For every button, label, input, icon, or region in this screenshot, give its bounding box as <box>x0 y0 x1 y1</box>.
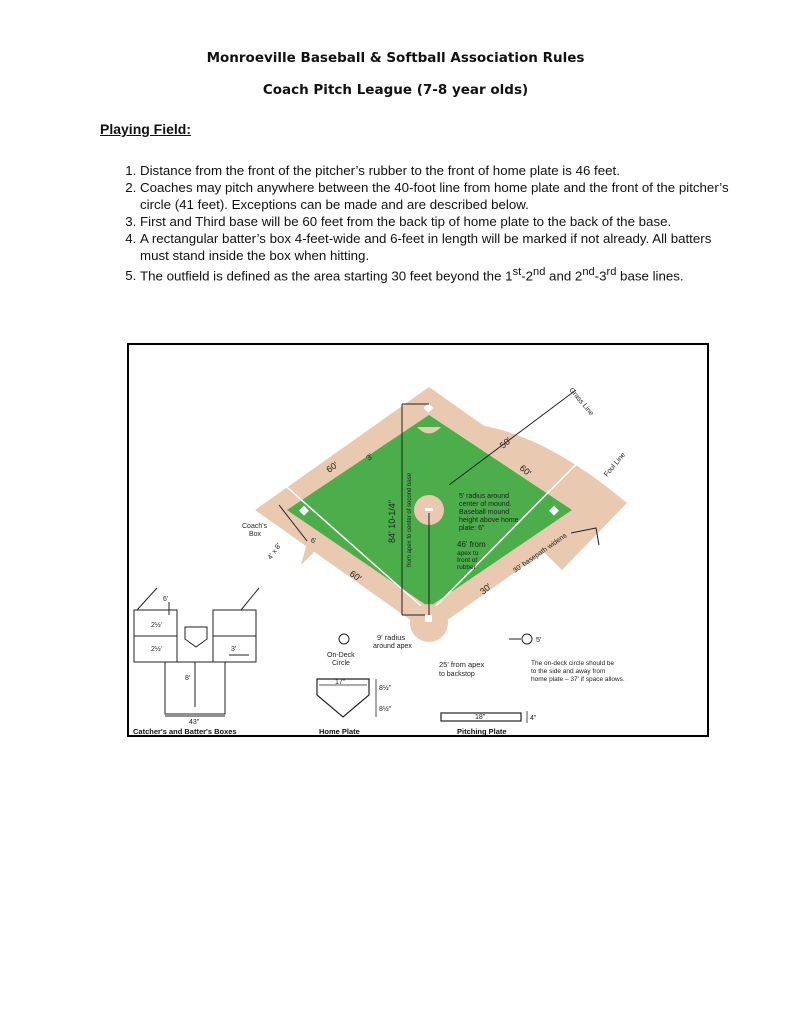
ondeck-note: to the side and away from <box>531 668 605 675</box>
page-subtitle: Coach Pitch League (7-8 year olds) <box>262 82 529 98</box>
coach-box-label: Box <box>249 531 262 538</box>
pitch-46-label: front of <box>457 557 477 564</box>
first-base <box>549 505 559 516</box>
home-plate-17-label: 17" <box>335 679 346 686</box>
rule-item: Distance from the front of the pitcher’s… <box>140 162 740 179</box>
foul-extension-left <box>136 587 158 611</box>
superscript: rd <box>606 266 617 278</box>
diagonal-84-label: 84' 10-1/4" <box>387 500 397 543</box>
apex-9-label: 9' radius <box>377 633 405 642</box>
backstop-label: 25' from apex <box>439 660 484 669</box>
seam-3-label: 3' <box>365 451 376 462</box>
box-8-label: 8' <box>185 675 190 682</box>
box-3-label: 3' <box>231 646 236 653</box>
rule-text: base lines. <box>616 268 684 284</box>
mound-radius-label: center of mound. <box>459 501 512 508</box>
coach-box-6: 6' <box>311 538 316 545</box>
home-plate-side-label: 8½" <box>379 684 392 692</box>
mound-radius-label: 5' radius around <box>459 493 509 500</box>
pitchers-rubber <box>425 508 433 511</box>
home-apex-circle <box>410 604 448 642</box>
field-diagram-svg: Grass Line Foul Line 60' 60' 60' 3' 50' … <box>133 387 627 735</box>
grass-line-label: Grass Line <box>567 387 594 418</box>
rule-item: A rectangular batter’s box 4-feet-wide a… <box>140 230 740 264</box>
section-heading: Playing Field: <box>100 121 192 137</box>
rule-text: The outfield is defined as the area star… <box>140 268 513 284</box>
mound-radius-label: plate: 6" <box>459 525 485 532</box>
box-43-label: 43" <box>189 719 200 726</box>
pitch-46-label: apex to <box>457 550 479 557</box>
caption-home-plate: Home Plate <box>319 727 360 735</box>
rule-text: -3 <box>594 268 607 284</box>
superscript: nd <box>582 266 595 278</box>
rule-item: Coaches may pitch anywhere between the 4… <box>140 179 740 213</box>
rules-list: Distance from the front of the pitcher’s… <box>100 162 740 284</box>
box-home-plate <box>184 626 208 648</box>
caption-batters-boxes: Catcher's and Batter's Boxes <box>133 727 237 735</box>
page-title: Monroeville Baseball & Softball Associat… <box>206 50 585 66</box>
grass-arc-measure-line <box>448 389 577 486</box>
batters-boxes-figure <box>133 587 260 717</box>
ondeck-note: The on-deck circle should be <box>531 660 614 667</box>
ondeck-label: Circle <box>332 660 350 667</box>
coach-box-dim: 4' x 8' <box>267 543 283 562</box>
pitching-plate-18-label: 18" <box>475 714 486 721</box>
pitch-46-label: 46' from <box>457 540 486 549</box>
pitch-46-label: rubber <box>457 564 477 571</box>
field-diagram: Grass Line Foul Line 60' 60' 60' 3' 50' … <box>127 343 709 737</box>
foul-line-left <box>270 472 430 614</box>
ondeck-5-label: 5' <box>536 637 541 644</box>
ondeck-circle <box>338 633 350 645</box>
superscript: nd <box>533 266 546 278</box>
basepath-widens-bracket <box>570 527 600 546</box>
ondeck-label: On-Deck <box>327 652 355 659</box>
coach-box-rule <box>278 504 308 542</box>
foul-line-right <box>428 426 614 614</box>
foul-line-label: Foul Line <box>603 452 627 479</box>
caption-pitching-plate: Pitching Plate <box>457 727 507 735</box>
home-plate-side-label: 8½" <box>379 705 392 713</box>
second-base-arc <box>417 427 441 434</box>
pitching-plate-4-label: 4" <box>530 715 537 722</box>
box-2-5-label: 2½' <box>151 621 162 629</box>
mound-radius-label: Baseball mound <box>459 509 509 516</box>
coach-box-label: Coach's <box>242 523 268 530</box>
ondeck-note: home plate – 37' if space allows. <box>531 676 625 683</box>
apex-9-label: around apex <box>373 643 412 650</box>
backstop-label: to backstop <box>439 671 475 678</box>
mound-radius-label: height above home <box>459 517 519 524</box>
home-plate-figure <box>316 678 370 718</box>
pitching-plate-figure <box>440 712 522 722</box>
rule-text: -2 <box>521 268 534 284</box>
apex-to-second-label: from apex to center of second base <box>407 472 413 567</box>
superscript: st <box>512 266 522 278</box>
home-plate-marker <box>425 615 432 622</box>
rule-item: First and Third base will be 60 feet fro… <box>140 213 740 230</box>
box-2-5-label: 2½' <box>151 645 162 653</box>
foul-extension-right <box>240 587 260 611</box>
rule-item: The outfield is defined as the area star… <box>140 264 740 284</box>
ondeck-circle-right <box>521 633 533 645</box>
box-6-label: 6' <box>163 596 168 603</box>
rule-text: and 2 <box>545 268 583 284</box>
